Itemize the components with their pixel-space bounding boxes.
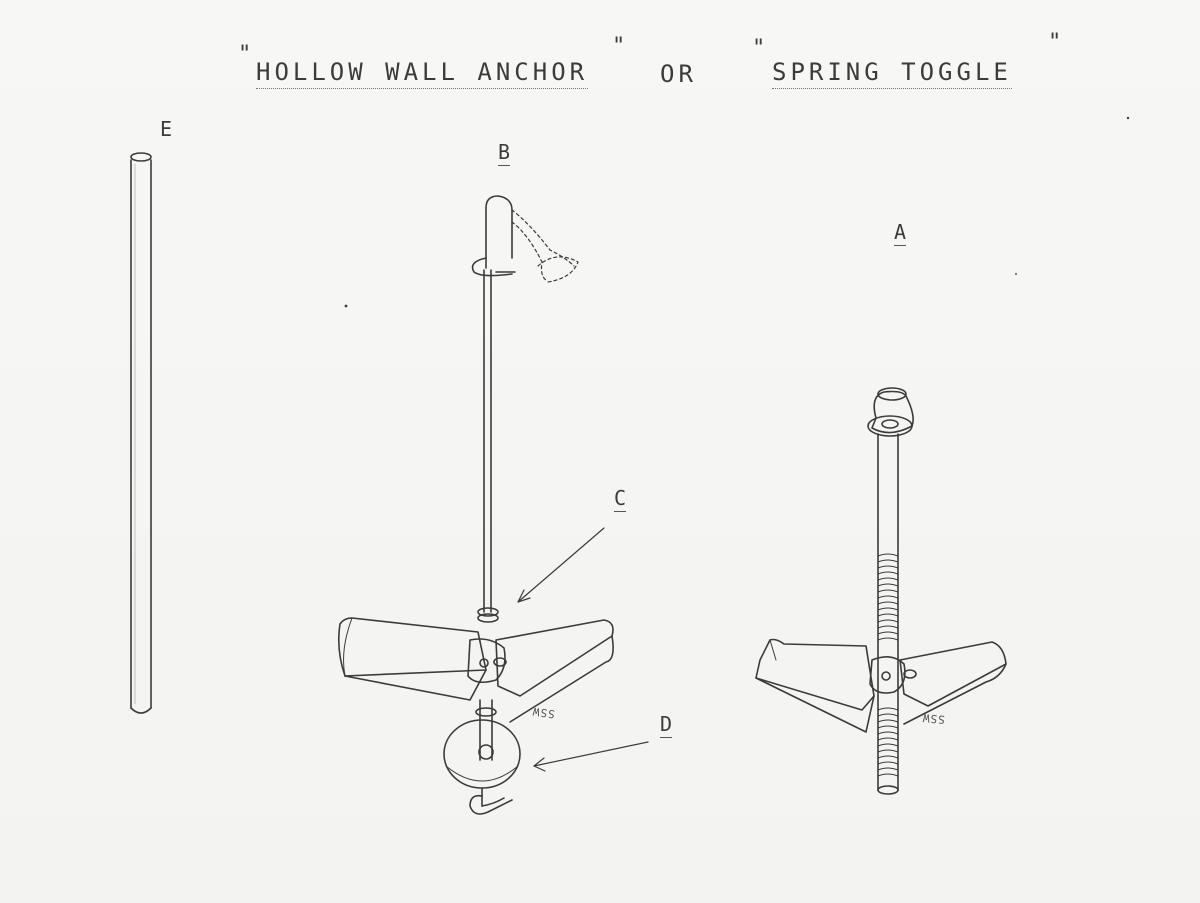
left-wing-b	[338, 617, 487, 677]
label-e: E	[160, 117, 173, 141]
title-quote-open-right: "	[752, 36, 767, 61]
title-connector: OR	[660, 60, 697, 88]
left-wing-a	[755, 638, 875, 711]
rod-e	[130, 152, 152, 714]
title-right: SPRING TOGGLE	[772, 58, 1012, 89]
label-c: C	[614, 486, 627, 512]
title-left: HOLLOW WALL ANCHOR	[256, 58, 589, 89]
screw-threads	[877, 553, 899, 777]
ring-c	[477, 607, 499, 617]
label-d: D	[660, 712, 673, 738]
hook-wire-b	[485, 195, 513, 269]
anchor-b	[338, 195, 614, 815]
arrow-c	[517, 527, 605, 603]
bolt-head-a	[871, 390, 914, 434]
arrow-d	[533, 741, 649, 772]
washer-d	[443, 719, 521, 789]
label-a: A	[894, 220, 907, 246]
right-wing-b	[495, 619, 614, 697]
toggle-a	[755, 387, 1007, 795]
title-quote-close-left: "	[612, 34, 627, 59]
title-quote-close-right: "	[1048, 30, 1063, 55]
title-quote-open-left: "	[238, 42, 253, 67]
right-wing-a	[899, 641, 1007, 707]
label-b: B	[498, 140, 511, 166]
